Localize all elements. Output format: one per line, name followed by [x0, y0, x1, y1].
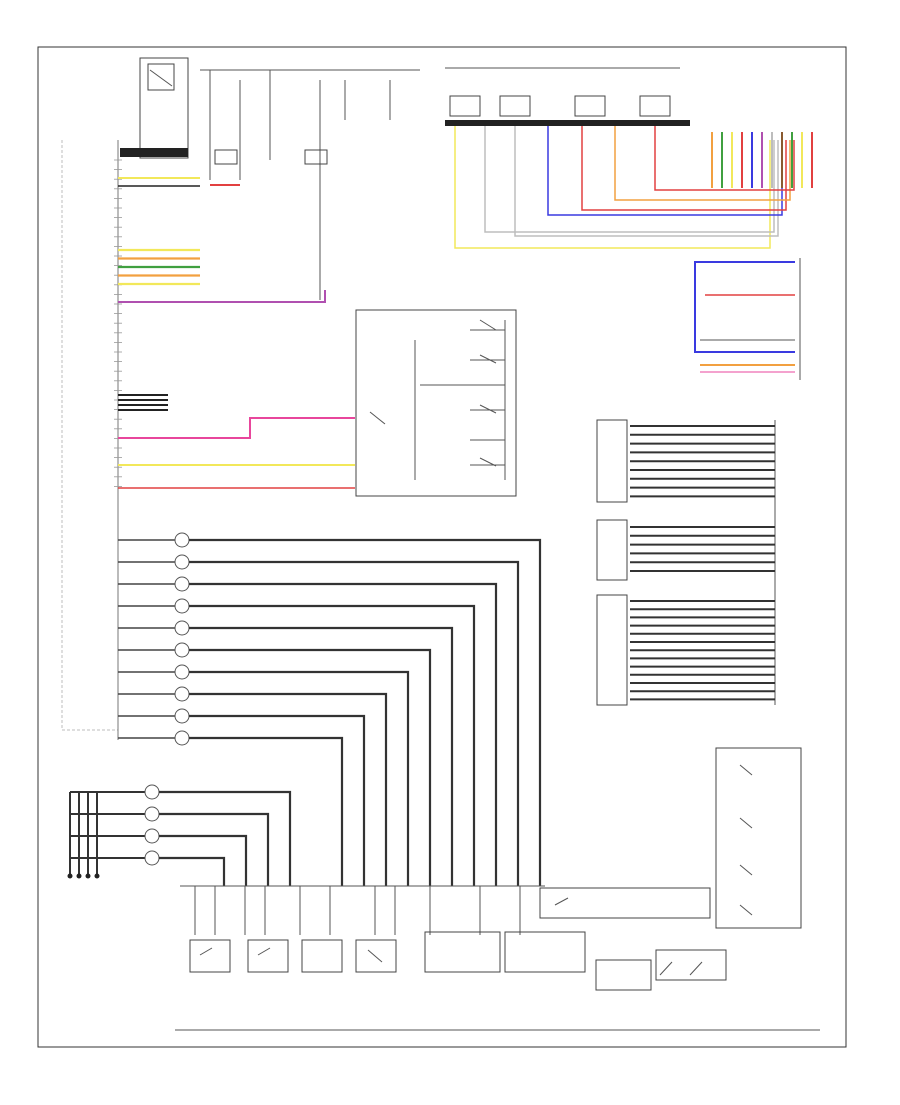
cluster-row-connector — [174, 532, 190, 548]
top-right-wire — [454, 126, 771, 249]
cluster-row-connector — [174, 620, 190, 636]
cluster-row-bus — [189, 714, 366, 886]
lower-left-connector — [144, 806, 160, 822]
steering-column-switch-block — [355, 309, 517, 497]
cluster-row-connector — [174, 642, 190, 658]
cluster-row-connector — [174, 598, 190, 614]
cluster-row-bus — [189, 648, 432, 886]
lower-left-bus — [159, 790, 292, 886]
top-right-wire — [547, 126, 783, 216]
control-module-top-left — [120, 57, 189, 159]
lower-left-terminal — [94, 873, 100, 879]
cluster-row-bus — [189, 670, 410, 886]
lower-left-connector — [144, 850, 160, 866]
cluster-row-bus — [189, 626, 454, 886]
outer-frame — [37, 46, 847, 1048]
top-right-colored-wires — [454, 126, 813, 249]
cluster-row-connector — [174, 686, 190, 702]
lower-left-connector — [144, 828, 160, 844]
fuse-panel — [200, 69, 420, 300]
top-right-wire — [581, 126, 787, 211]
left-colored-wires — [118, 177, 200, 286]
cluster-row-connector — [174, 554, 190, 570]
lower-left-connector-group — [67, 784, 292, 886]
left-connector-column — [114, 140, 168, 740]
cluster-row-bus — [189, 582, 498, 886]
right-side-switches — [715, 747, 802, 929]
lower-left-bus — [159, 834, 248, 886]
cluster-row-bus — [189, 604, 476, 886]
lower-left-connector — [144, 784, 160, 800]
top-right-wire — [484, 126, 775, 233]
lower-left-terminal — [85, 873, 91, 879]
cluster-row-connector — [174, 576, 190, 592]
steering-wheel-switch-modules — [118, 532, 542, 935]
lower-left-terminal — [67, 873, 73, 879]
right-mid-connectors — [694, 258, 801, 380]
lower-left-bus — [159, 856, 226, 886]
cluster-row-bus — [189, 736, 344, 886]
bottom-right-module — [539, 887, 711, 919]
cluster-row-bus — [189, 692, 388, 886]
cluster-row-connector — [174, 664, 190, 680]
main-power-wires — [118, 184, 355, 489]
top-right-harness — [445, 67, 690, 126]
cluster-row-bus — [189, 538, 542, 886]
top-right-wire — [654, 126, 795, 191]
right-block-wires — [630, 425, 775, 701]
cluster-row-bus — [189, 560, 520, 886]
top-right-wire — [514, 126, 779, 237]
cluster-row-connector — [174, 730, 190, 746]
lower-left-bus — [159, 812, 270, 886]
bottom-switches-row — [189, 931, 727, 991]
top-right-wire — [614, 126, 791, 201]
cluster-row-connector — [174, 708, 190, 724]
lower-left-terminal — [76, 873, 82, 879]
